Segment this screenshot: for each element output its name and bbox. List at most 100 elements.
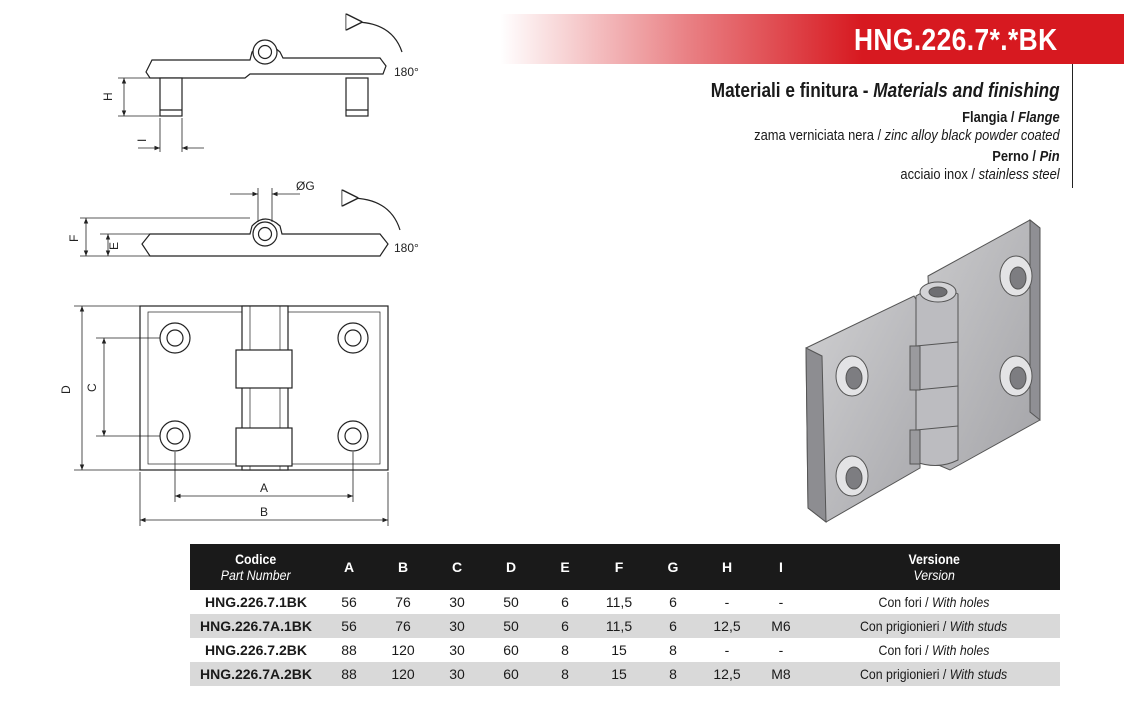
col-F: F <box>592 544 646 590</box>
cell-E: 8 <box>561 642 569 658</box>
col-code-en: Part Number <box>221 567 291 583</box>
cell-G: 8 <box>669 642 677 658</box>
col-H: H <box>700 544 754 590</box>
col-C: C <box>430 544 484 590</box>
cell-A: 56 <box>322 614 376 638</box>
cell-version: Con prigionieri / With studs <box>808 614 1060 638</box>
header-band <box>500 14 1124 64</box>
cell-B: 76 <box>395 594 411 610</box>
side-view-holes <box>141 218 389 257</box>
cell-I: M8 <box>754 662 808 686</box>
materials-heading-en: Materials and finishing <box>873 80 1060 102</box>
hinge-3d-render <box>805 218 1041 524</box>
cell-F: 15 <box>611 642 627 658</box>
cell-A: 56 <box>341 594 357 610</box>
version-en: With studs <box>950 618 1008 634</box>
cell-D: 60 <box>503 642 519 658</box>
mounting-holes <box>159 322 369 452</box>
technical-drawing: 180° H I 180° ØG F E <box>59 0 1041 526</box>
cell-B: 120 <box>391 642 415 658</box>
dim-H-label: H <box>101 92 115 101</box>
pin-label: Perno / Pin <box>992 148 1060 165</box>
front-view <box>139 305 389 471</box>
col-version-it: Versione <box>908 551 960 567</box>
pin-text-en: stainless steel <box>978 166 1060 183</box>
side-view-studs <box>145 39 387 117</box>
version-it: Con fori <box>878 642 922 658</box>
dim-I <box>138 118 204 152</box>
cell-code: HNG.226.7A.2BK <box>190 662 322 686</box>
cell-H: - <box>724 642 730 658</box>
materials-block: Materiali e finitura - Materials and fin… <box>654 80 1060 187</box>
cell-A: 88 <box>322 662 376 686</box>
info-divider <box>1072 64 1073 188</box>
table-row: HNG.226.7.1BK 56 76 30 50 6 11,5 6 - - C… <box>190 590 1060 614</box>
cell-C: 30 <box>430 614 484 638</box>
table-row: HNG.226.7A.2BK 88 120 30 60 8 15 8 12,5 … <box>190 662 1060 686</box>
cell-F: 15 <box>592 662 646 686</box>
col-code-it: Codice <box>235 551 277 567</box>
flange-label: Flangia / Flange <box>962 109 1060 126</box>
cell-version: Con fori / With holes <box>878 642 990 658</box>
cell-version: Con fori / With holes <box>878 594 990 610</box>
cell-D: 50 <box>484 614 538 638</box>
flange-label-it: Flangia <box>962 109 1008 126</box>
cell-G: 6 <box>669 594 677 610</box>
cell-I: M6 <box>754 614 808 638</box>
cell-F: 11,5 <box>605 594 633 610</box>
col-G: G <box>646 544 700 590</box>
version-it: Con fori <box>878 594 922 610</box>
cell-C: 30 <box>449 594 465 610</box>
materials-heading-it: Materiali e finitura - <box>711 80 869 102</box>
cell-G: 8 <box>646 662 700 686</box>
cell-H: - <box>724 594 730 610</box>
cell-A: 88 <box>341 642 357 658</box>
cell-B: 76 <box>376 614 430 638</box>
pin-text: acciaio inox / stainless steel <box>900 166 1060 183</box>
col-B: B <box>376 544 430 590</box>
dim-B-label: B <box>260 505 268 519</box>
product-title: HNG.226.7*.*BK <box>854 22 1058 57</box>
flange-text-it: zama verniciata nera <box>754 127 875 144</box>
pin-label-it: Perno <box>992 148 1030 165</box>
table-row: HNG.226.7A.1BK 56 76 30 50 6 11,5 6 12,5… <box>190 614 1060 638</box>
dim-A-label: A <box>260 481 268 495</box>
dim-H <box>118 77 160 117</box>
col-E: E <box>538 544 592 590</box>
cell-E: 8 <box>538 662 592 686</box>
flange-label-en: Flange <box>1018 109 1060 126</box>
col-I: I <box>754 544 808 590</box>
pin-label-en: Pin <box>1039 148 1060 165</box>
dim-D-label: D <box>59 385 73 394</box>
col-version-en: Version <box>913 567 955 583</box>
cell-code: HNG.226.7.1BK <box>205 594 307 610</box>
version-it: Con prigionieri <box>860 666 940 682</box>
cell-I: - <box>778 594 784 610</box>
table-row: HNG.226.7.2BK 88 120 30 60 8 15 8 - - Co… <box>190 638 1060 662</box>
version-en: With holes <box>931 642 990 658</box>
rotation-label-mid: 180° <box>394 241 419 255</box>
cell-D: 50 <box>503 594 519 610</box>
dim-C-label: C <box>85 383 99 392</box>
cell-C: 30 <box>449 642 465 658</box>
dim-F-label: F <box>67 235 81 242</box>
cell-H: 12,5 <box>700 614 754 638</box>
dim-front <box>74 305 389 526</box>
dim-F-E <box>80 217 250 257</box>
rotation-label-top: 180° <box>394 65 419 79</box>
cell-I: - <box>778 642 784 658</box>
cell-H: 12,5 <box>700 662 754 686</box>
cell-E: 6 <box>561 594 569 610</box>
cell-C: 30 <box>430 662 484 686</box>
cell-code: HNG.226.7A.1BK <box>190 614 322 638</box>
dim-G-label: ØG <box>296 179 315 193</box>
pin-text-it: acciaio inox <box>900 166 969 183</box>
rotation-arrow-mid <box>350 198 401 231</box>
rotation-arrow-top <box>354 22 403 53</box>
cell-F: 11,5 <box>592 614 646 638</box>
cell-B: 120 <box>376 662 430 686</box>
